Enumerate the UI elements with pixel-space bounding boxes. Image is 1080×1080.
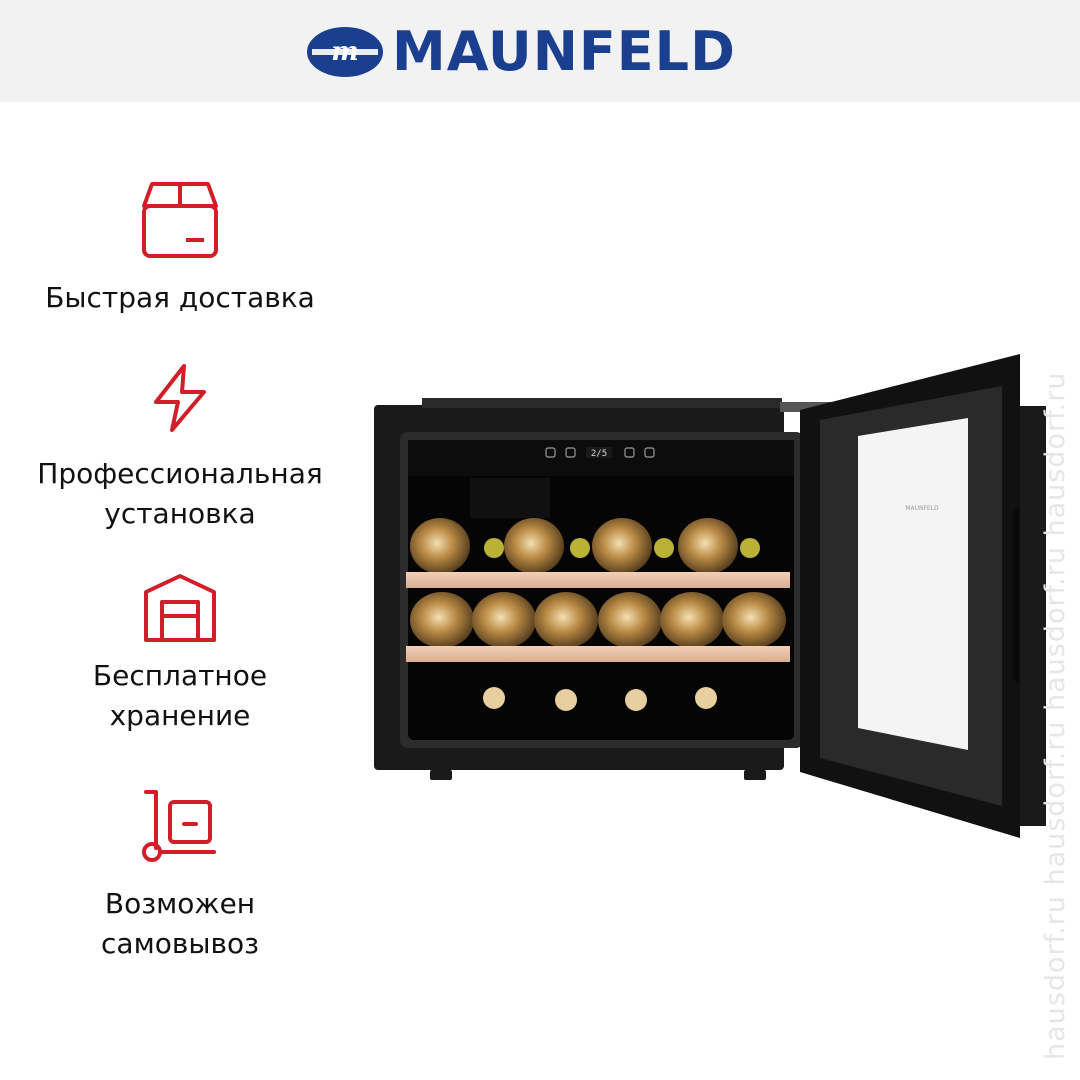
feature-label: Возможен самовывоз xyxy=(101,887,259,960)
lightning-icon xyxy=(154,364,206,432)
brand-logo[interactable]: m MAUNFELD xyxy=(306,22,736,82)
door-brand-text: MAUNFELD xyxy=(905,505,939,512)
feature-fast-delivery: Быстрая доставка xyxy=(20,178,340,318)
brand-name: MAUNFELD xyxy=(392,20,736,83)
feature-label: Бесплатное хранение xyxy=(92,659,268,732)
feature-free-storage: Бесплатное хранение xyxy=(20,572,340,736)
watermark-text: hausdorf.ru hausdorf.ru hausdorf.ru haus… xyxy=(1040,371,1071,1060)
svg-text:m: m xyxy=(331,37,359,67)
feature-professional-installation: Профессиональная установка xyxy=(20,362,340,534)
bottle-row-top xyxy=(410,518,760,574)
feature-label: Профессиональная установка xyxy=(37,457,323,530)
header-bar: m MAUNFELD xyxy=(0,0,1080,102)
bottle-row-bottom xyxy=(483,687,717,711)
warehouse-icon xyxy=(144,574,216,642)
box-icon xyxy=(142,182,218,258)
temperature-display: 2/5 xyxy=(591,449,607,459)
feature-label: Быстрая доставка xyxy=(45,281,315,314)
cooler-door-open: MAUNFELD xyxy=(800,354,1046,838)
product-image-wine-cooler: 2/5 MAUNFELD xyxy=(374,354,1046,838)
wooden-shelf xyxy=(406,646,790,662)
bottle-row-middle xyxy=(410,592,786,648)
feature-self-pickup: Возможен самовывоз xyxy=(20,786,340,964)
brand-logo-mark-icon: m xyxy=(307,27,383,77)
wooden-shelf xyxy=(406,572,790,588)
hand-truck-icon xyxy=(142,790,216,862)
